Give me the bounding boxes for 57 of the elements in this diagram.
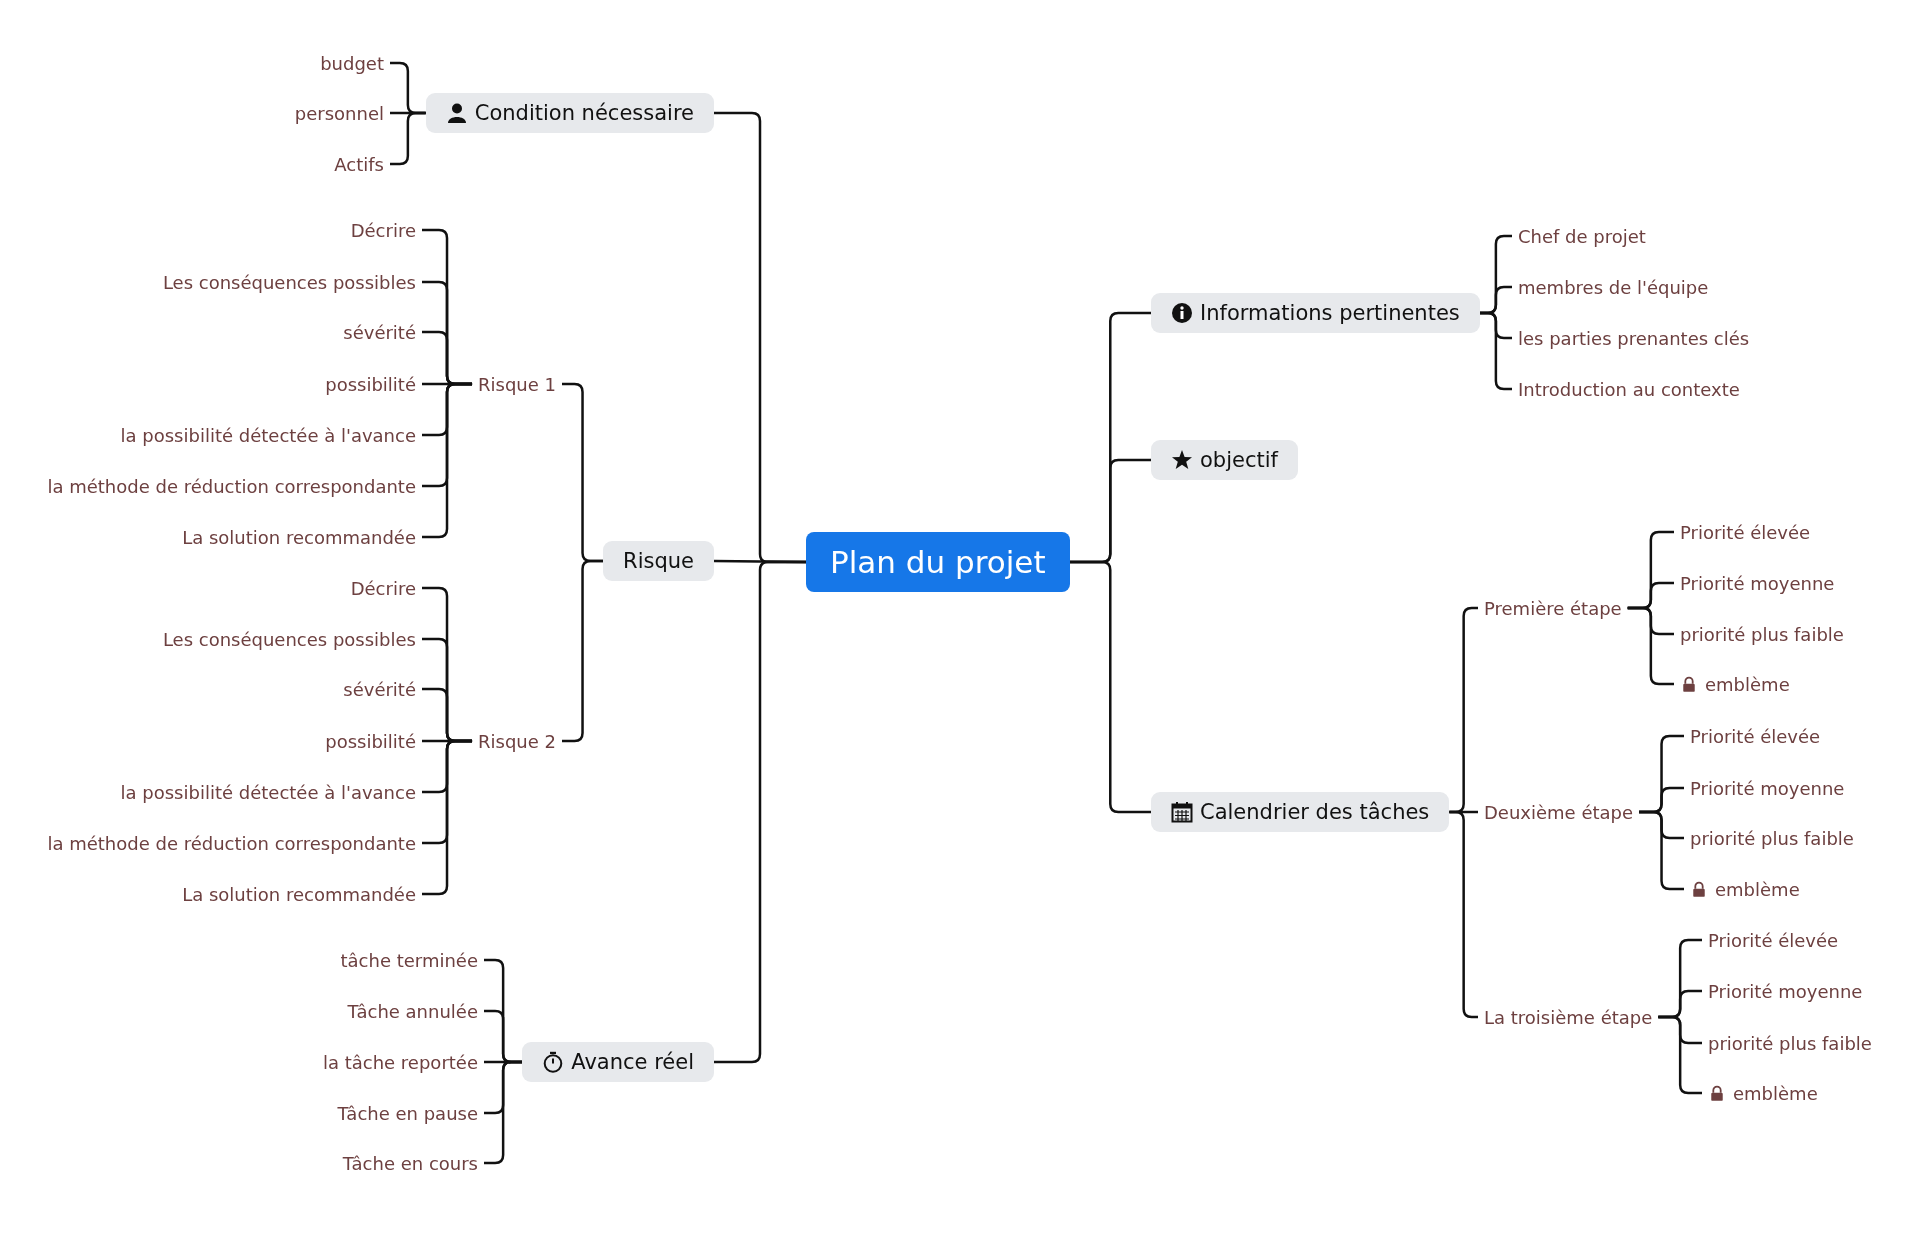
topic-box: Risque — [603, 541, 714, 581]
connector-line — [714, 560, 806, 1064]
subtopic-label: La solution recommandée — [176, 881, 422, 907]
subtopic-label: la possibilité détectée à l'avance — [114, 422, 422, 448]
subtopic-label: la méthode de réduction correspondante — [41, 473, 422, 499]
subtopic-label: Priorité élevée — [1684, 723, 1827, 749]
subtopic-label: membres de l'équipe — [1512, 274, 1715, 300]
subtopic-label: La troisième étape — [1478, 1004, 1659, 1030]
subtopic-label: sévérité — [337, 319, 422, 345]
subtopic-label: priorité plus faible — [1674, 621, 1850, 647]
subtopic-label: Tâche en pause — [331, 1100, 484, 1126]
subtopic-label: sévérité — [337, 676, 422, 702]
subtopic-label: La solution recommandée — [176, 524, 422, 550]
topic-label: objectif — [1200, 448, 1278, 472]
subtopic-label: Priorité élevée — [1674, 519, 1817, 545]
subtopic-label: Risque 2 — [472, 728, 562, 754]
subtopic-label: la méthode de réduction correspondante — [41, 830, 422, 856]
connector-line — [1069, 560, 1151, 814]
subtopic-label: possibilité — [319, 728, 422, 754]
subtopic-label: Chef de projet — [1512, 223, 1652, 249]
subtopic-label: Décrire — [344, 575, 422, 601]
central-topic-box: Plan du projet — [806, 532, 1070, 592]
topic-label: Condition nécessaire — [474, 101, 694, 125]
subtopic-label: tâche terminée — [334, 947, 484, 973]
subtopic-label: Les conséquences possibles — [156, 269, 422, 295]
subtopic-label: emblème — [1705, 673, 1790, 695]
subtopic-label: les parties prenantes clés — [1512, 325, 1756, 351]
subtopic-label: Priorité moyenne — [1684, 775, 1851, 801]
topic-box — [1151, 293, 1480, 333]
subtopic-label: emblème — [1715, 878, 1800, 900]
subtopic-label: la possibilité détectée à l'avance — [114, 779, 422, 805]
subtopic-label: possibilité — [319, 371, 422, 397]
topic-label: Avance réel — [571, 1050, 694, 1074]
subtopic-label: emblème — [1733, 1082, 1818, 1104]
subtopic-label: la tâche reportée — [316, 1049, 484, 1075]
subtopic-label: Priorité moyenne — [1674, 570, 1841, 596]
topic-box — [1151, 792, 1450, 832]
subtopic-label: budget — [314, 50, 390, 76]
subtopic-label: Risque 1 — [472, 371, 562, 397]
subtopic-label: personnel — [288, 100, 390, 126]
subtopic-label: Actifs — [328, 151, 390, 177]
subtopic-label: Décrire — [344, 217, 422, 243]
topic-box — [425, 93, 714, 133]
subtopic-label: Introduction au contexte — [1512, 376, 1746, 402]
subtopic-label: Tâche annulée — [341, 998, 484, 1024]
topic-label: Informations pertinentes — [1200, 301, 1460, 325]
subtopic-label: priorité plus faible — [1684, 825, 1860, 851]
subtopic-label: Les conséquences possibles — [156, 626, 422, 652]
subtopic-label: Tâche en cours — [336, 1150, 484, 1176]
topic-box — [1151, 440, 1298, 480]
topic-box — [522, 1042, 714, 1082]
subtopic-label: priorité plus faible — [1702, 1030, 1878, 1056]
subtopic-label: Priorité élevée — [1702, 927, 1845, 953]
subtopic-label: Priorité moyenne — [1702, 978, 1869, 1004]
subtopic-label: Première étape — [1478, 595, 1628, 621]
subtopic-label: Deuxième étape — [1478, 799, 1640, 825]
topic-label: Calendrier des tâches — [1200, 800, 1430, 824]
